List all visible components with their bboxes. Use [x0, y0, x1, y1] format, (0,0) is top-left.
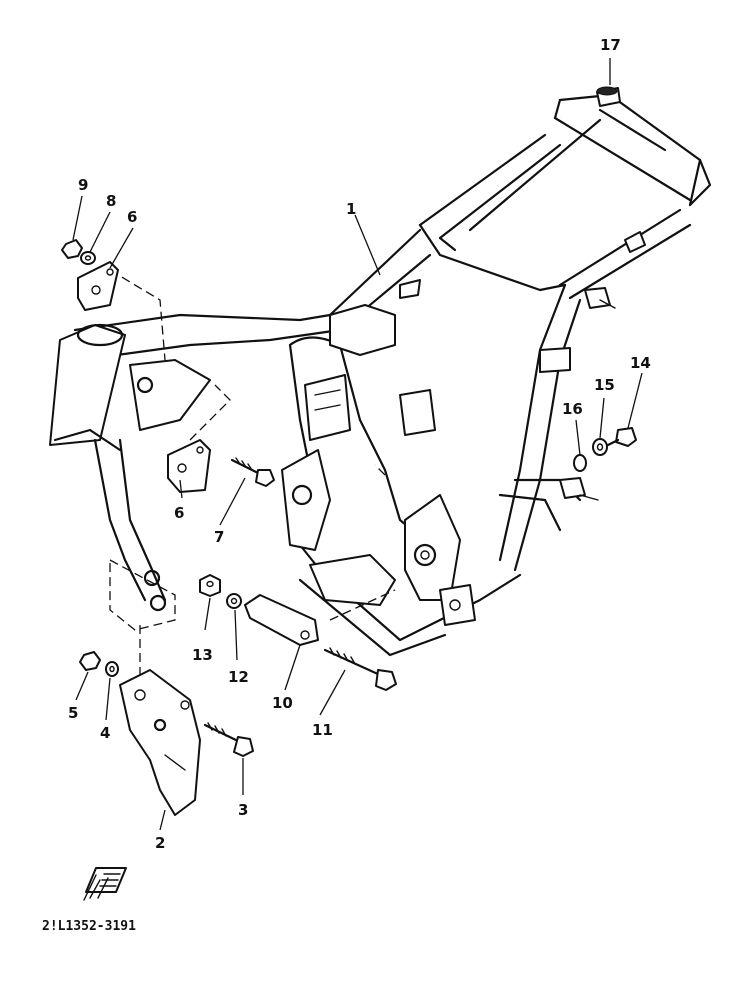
callout-4: 4 [100, 724, 110, 742]
callout-10: 10 [272, 694, 293, 712]
engine-bracket-upper-part-6[interactable] [77, 261, 119, 311]
bolt-part-7[interactable] [230, 457, 275, 487]
callout-9: 9 [78, 176, 88, 194]
callout-2: 2 [155, 834, 165, 852]
bracket-part-10[interactable] [244, 594, 319, 646]
callout-8: 8 [106, 192, 116, 210]
callout-3: 3 [238, 801, 248, 819]
assembly-guide-lines [109, 269, 396, 680]
collar-part-16[interactable] [573, 454, 587, 472]
washer-part-15[interactable] [592, 438, 608, 456]
callout-17: 17 [600, 36, 621, 54]
cap-part-17[interactable] [596, 86, 621, 107]
callout-15: 15 [594, 376, 615, 394]
engine-bracket-lower-part-6[interactable] [167, 439, 211, 493]
leader-lines [72, 58, 643, 831]
callout-5: 5 [68, 704, 78, 722]
washer-part-12[interactable] [226, 593, 242, 609]
washer-part-8[interactable] [80, 251, 96, 265]
front-direction-icon [83, 867, 127, 901]
engine-mount-plate-part-2[interactable] [119, 669, 201, 816]
nut-part-13[interactable] [199, 574, 221, 597]
nut-part-5[interactable] [79, 651, 101, 671]
bolt-part-14[interactable] [606, 427, 637, 447]
callout-11: 11 [312, 721, 333, 739]
main-frame[interactable] [49, 93, 712, 657]
callout-1: 1 [346, 200, 356, 218]
diagram-reference-code: 2!L1352-3191 [42, 919, 136, 934]
bolt-part-3[interactable] [203, 722, 254, 757]
long-bolt-part-11[interactable] [323, 647, 397, 691]
callout-14: 14 [630, 354, 651, 372]
washer-part-4[interactable] [105, 661, 119, 677]
callout-13: 13 [192, 646, 213, 664]
callout-6a: 6 [127, 208, 137, 226]
callout-7: 7 [214, 528, 224, 546]
callout-6b: 6 [174, 504, 184, 522]
callout-16: 16 [562, 400, 583, 418]
nut-part-9[interactable] [61, 239, 83, 259]
callout-12: 12 [228, 668, 249, 686]
